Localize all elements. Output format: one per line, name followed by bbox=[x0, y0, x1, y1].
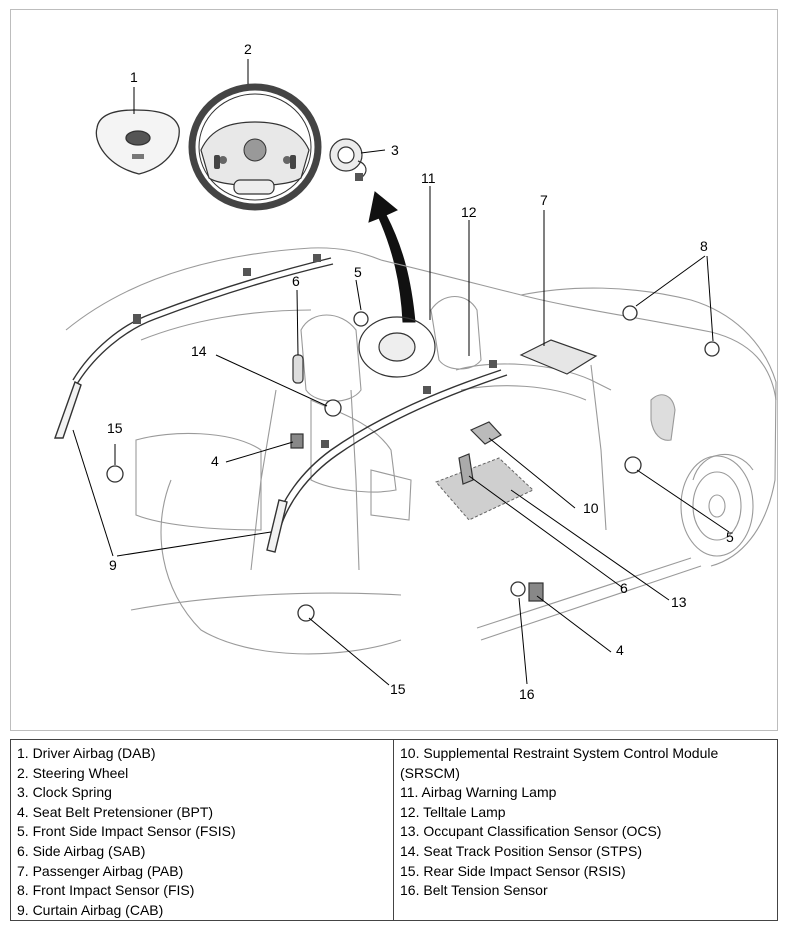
legend-item: 13. Occupant Classification Sensor (OCS) bbox=[400, 823, 662, 840]
callout-12: 12 bbox=[461, 204, 477, 220]
sensor-fsis-left bbox=[353, 311, 369, 327]
srscm-module-illustration bbox=[469, 421, 502, 445]
callout-6-bottom: 6 bbox=[620, 580, 628, 596]
legend-item: 15. Rear Side Impact Sensor (RSIS) bbox=[400, 862, 626, 879]
legend-column-left: 1. Driver Airbag (DAB) 2. Steering Wheel… bbox=[11, 740, 394, 920]
sensor-stps bbox=[324, 399, 342, 417]
callout-14: 14 bbox=[191, 343, 207, 359]
legend-column-right: 10. Supplemental Restraint System Contro… bbox=[394, 740, 777, 920]
legend-item: 9. Curtain Airbag (CAB) bbox=[17, 901, 164, 918]
component-location-diagram: 1 2 3 11 12 7 8 5 6 14 15 4 10 5 9 6 13 … bbox=[10, 9, 778, 731]
callout-15-bottom: 15 bbox=[390, 681, 406, 697]
pretensioner-illustration bbox=[290, 433, 544, 602]
legend-item: 14. Seat Track Position Sensor (STPS) bbox=[400, 842, 642, 859]
steering-column-illustration bbox=[358, 316, 436, 378]
legend-item: 11. Airbag Warning Lamp bbox=[400, 784, 557, 801]
callout-3: 3 bbox=[391, 142, 399, 158]
passenger-airbag-illustration bbox=[519, 339, 598, 375]
callout-5-right: 5 bbox=[726, 529, 734, 545]
callout-10: 10 bbox=[583, 500, 599, 516]
legend-item: 12. Telltale Lamp bbox=[400, 803, 506, 820]
callout-16: 16 bbox=[519, 686, 535, 702]
sensor-rsis-left bbox=[106, 465, 124, 483]
clock-spring-illustration bbox=[329, 138, 367, 181]
legend-item: 10. Supplemental Restraint System Contro… bbox=[400, 745, 719, 781]
legend-item: 7. Passenger Airbag (PAB) bbox=[17, 862, 184, 879]
diagram-svg: 1 2 3 11 12 7 8 5 6 14 15 4 10 5 9 6 13 … bbox=[54, 41, 777, 702]
callout-2: 2 bbox=[244, 41, 252, 57]
sensor-fis-left bbox=[622, 305, 638, 321]
sensor-rsis-right bbox=[297, 604, 315, 622]
sensor-belt-tension bbox=[510, 581, 526, 597]
ocs-mat-illustration bbox=[435, 457, 534, 521]
legend-item: 3. Clock Spring bbox=[17, 784, 112, 801]
callout-9: 9 bbox=[109, 557, 117, 573]
legend-item: 6. Side Airbag (SAB) bbox=[17, 842, 146, 859]
vehicle-outline bbox=[65, 247, 777, 655]
callout-4-right: 4 bbox=[616, 642, 624, 658]
callout-numbers: 1 2 3 11 12 7 8 5 6 14 15 4 10 5 9 6 13 … bbox=[107, 41, 734, 702]
callout-4-left: 4 bbox=[211, 453, 219, 469]
legend-table: 1. Driver Airbag (DAB) 2. Steering Wheel… bbox=[10, 739, 778, 921]
legend-item: 1. Driver Airbag (DAB) bbox=[17, 745, 156, 761]
driver-airbag-illustration bbox=[95, 109, 180, 175]
legend-item: 16. Belt Tension Sensor bbox=[400, 882, 548, 899]
legend-item: 8. Front Impact Sensor (FIS) bbox=[17, 882, 195, 899]
callout-13: 13 bbox=[671, 594, 687, 610]
callout-5-top: 5 bbox=[354, 264, 362, 280]
callout-7: 7 bbox=[540, 192, 548, 208]
callout-11: 11 bbox=[421, 170, 436, 186]
legend-item: 2. Steering Wheel bbox=[17, 764, 129, 781]
sensor-fis-right bbox=[704, 341, 720, 357]
assembly-arrow bbox=[368, 191, 416, 323]
legend-item: 4. Seat Belt Pretensioner (BPT) bbox=[17, 803, 214, 820]
sensor-fsis-right bbox=[624, 456, 642, 474]
legend-item: 5. Front Side Impact Sensor (FSIS) bbox=[17, 823, 236, 840]
callout-15-left: 15 bbox=[107, 420, 123, 436]
leader-lines bbox=[72, 59, 730, 686]
callout-1: 1 bbox=[130, 69, 138, 85]
callout-6-top: 6 bbox=[292, 273, 300, 289]
sensor-markers bbox=[106, 305, 720, 622]
callout-8: 8 bbox=[700, 238, 708, 254]
steering-wheel-illustration bbox=[188, 83, 322, 211]
curtain-airbag-illustration bbox=[54, 254, 508, 553]
